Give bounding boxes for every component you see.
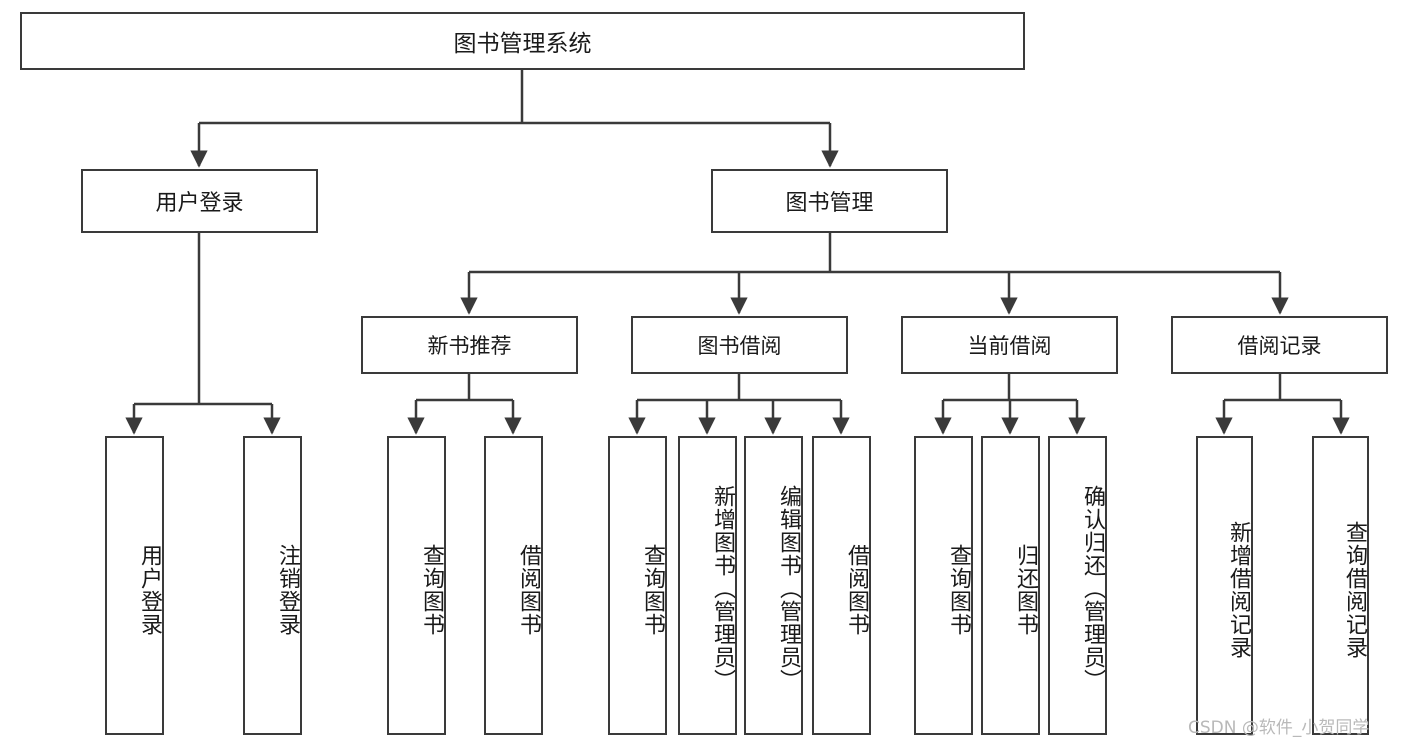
node-leaf-query-book-3-label: 查询图书 (946, 543, 971, 636)
node-leaf-query-book-3[interactable]: 查询图书 (914, 436, 973, 735)
node-leaf-borrow-book-1-label: 借阅图书 (516, 543, 541, 636)
node-leaf-logout[interactable]: 注销登录 (243, 436, 302, 735)
node-leaf-logout-label: 注销登录 (275, 543, 300, 636)
node-leaf-query-book-2-label: 查询图书 (640, 543, 665, 636)
node-leaf-query-book-1-label: 查询图书 (419, 543, 444, 636)
node-borrow-record-label: 借阅记录 (1237, 334, 1322, 358)
node-leaf-add-book-label: 新增图书（管理员） (710, 485, 735, 692)
node-leaf-borrow-book-2[interactable]: 借阅图书 (812, 436, 871, 735)
csdn-watermark: CSDN @软件_小贺同学 (1188, 718, 1370, 738)
node-root[interactable]: 图书管理系统 (20, 12, 1025, 70)
node-book-manage-label: 图书管理 (785, 191, 874, 216)
node-leaf-edit-book-label: 编辑图书（管理员） (776, 485, 801, 692)
node-leaf-borrow-book-2-label: 借阅图书 (844, 543, 869, 636)
node-book-borrow[interactable]: 图书借阅 (631, 316, 848, 374)
node-leaf-confirm-return[interactable]: 确认归还（管理员） (1048, 436, 1107, 735)
node-leaf-query-book-2[interactable]: 查询图书 (608, 436, 667, 735)
node-leaf-confirm-return-label: 确认归还（管理员） (1080, 485, 1105, 692)
node-leaf-edit-book[interactable]: 编辑图书（管理员） (744, 436, 803, 735)
node-borrow-record[interactable]: 借阅记录 (1171, 316, 1388, 374)
node-user-login[interactable]: 用户登录 (81, 169, 318, 233)
node-current-borrow-label: 当前借阅 (967, 334, 1052, 358)
node-current-borrow[interactable]: 当前借阅 (901, 316, 1118, 374)
node-leaf-return-book-label: 归还图书 (1013, 543, 1038, 636)
node-new-book-recommend-label: 新书推荐 (427, 334, 512, 358)
node-leaf-query-record-label: 查询借阅记录 (1342, 520, 1367, 659)
node-new-book-recommend[interactable]: 新书推荐 (361, 316, 578, 374)
node-book-manage[interactable]: 图书管理 (711, 169, 948, 233)
node-leaf-add-record[interactable]: 新增借阅记录 (1196, 436, 1253, 735)
node-user-login-label: 用户登录 (155, 191, 244, 216)
node-root-label: 图书管理系统 (453, 31, 592, 57)
node-leaf-user-login[interactable]: 用户登录 (105, 436, 164, 735)
node-leaf-query-record[interactable]: 查询借阅记录 (1312, 436, 1369, 735)
node-leaf-query-book-1[interactable]: 查询图书 (387, 436, 446, 735)
node-leaf-user-login-label: 用户登录 (137, 543, 162, 636)
node-book-borrow-label: 图书借阅 (697, 334, 782, 358)
node-leaf-borrow-book-1[interactable]: 借阅图书 (484, 436, 543, 735)
node-leaf-return-book[interactable]: 归还图书 (981, 436, 1040, 735)
node-leaf-add-book[interactable]: 新增图书（管理员） (678, 436, 737, 735)
node-leaf-add-record-label: 新增借阅记录 (1226, 520, 1251, 659)
